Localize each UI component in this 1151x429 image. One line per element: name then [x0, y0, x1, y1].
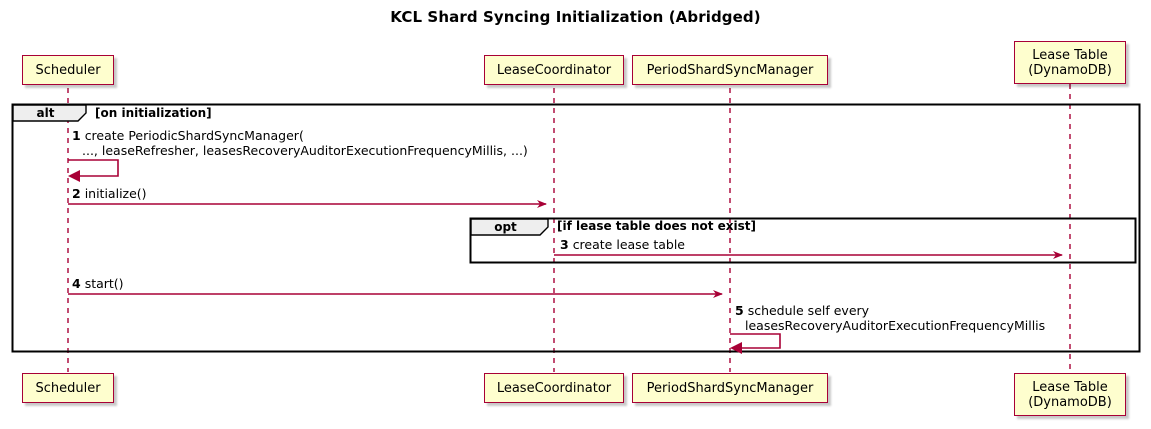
message-1-text-line2: ..., leaseRefresher, leasesRecoveryAudit…	[82, 143, 528, 158]
message-1-label: 1 create PeriodicShardSyncManager( ..., …	[72, 128, 528, 158]
participant-label: LeaseCoordinator	[496, 380, 612, 396]
participant-label: Scheduler	[35, 62, 101, 78]
alt-fragment-guard: [on initialization]	[95, 106, 212, 120]
participant-lease-coordinator-top[interactable]: LeaseCoordinator	[484, 55, 624, 85]
message-5-label: 5 schedule self every leasesRecoveryAudi…	[735, 303, 1045, 333]
message-5-text-line2: leasesRecoveryAuditorExecutionFrequencyM…	[745, 318, 1046, 333]
message-5-number: 5	[735, 303, 744, 318]
message-5-text-line1: schedule self every	[747, 303, 870, 318]
message-4-label: 4 start()	[72, 276, 124, 291]
message-5-arrow	[730, 333, 781, 354]
message-3-number: 3	[560, 237, 569, 252]
message-3-text: create lease table	[572, 237, 685, 252]
participant-label: PeriodShardSyncManager	[646, 380, 814, 396]
opt-fragment-outline	[469, 217, 1137, 264]
participant-label-line2: (DynamoDB)	[1028, 62, 1112, 78]
lifelines	[67, 84, 1071, 372]
alt-fragment-label: alt	[36, 106, 55, 120]
participant-scheduler-bottom[interactable]: Scheduler	[22, 373, 114, 403]
message-2-label: 2 initialize()	[72, 186, 147, 201]
diagram-title: KCL Shard Syncing Initialization (Abridg…	[390, 8, 761, 26]
participant-label-line1: Lease Table	[1032, 379, 1108, 395]
participant-label-line1: Lease Table	[1032, 47, 1108, 63]
participant-label-line2: (DynamoDB)	[1028, 394, 1112, 410]
participant-label: Scheduler	[35, 380, 101, 396]
opt-fragment-guard: [if lease table does not exist]	[557, 219, 757, 233]
participant-lease-coordinator-bottom[interactable]: LeaseCoordinator	[484, 373, 624, 403]
message-3-label: 3 create lease table	[560, 237, 685, 252]
message-1-text-line1: create PeriodicShardSyncManager(	[84, 128, 304, 143]
participant-label: PeriodShardSyncManager	[646, 62, 814, 78]
opt-fragment-label: opt	[494, 220, 517, 234]
participant-period-shard-sync-manager-top[interactable]: PeriodShardSyncManager	[632, 55, 828, 85]
alt-fragment-outline	[11, 103, 1141, 353]
participant-scheduler-top[interactable]: Scheduler	[22, 55, 114, 85]
message-2-number: 2	[72, 186, 81, 201]
participant-label: LeaseCoordinator	[496, 62, 612, 78]
message-1-number: 1	[72, 128, 81, 143]
message-1-arrow	[68, 159, 119, 182]
participant-lease-table-bottom[interactable]: Lease Table (DynamoDB)	[1014, 373, 1126, 416]
message-2-text: initialize()	[84, 186, 147, 201]
message-4-number: 4	[72, 276, 81, 291]
message-4-text: start()	[84, 276, 124, 291]
participant-period-shard-sync-manager-bottom[interactable]: PeriodShardSyncManager	[632, 373, 828, 403]
participant-lease-table-top[interactable]: Lease Table (DynamoDB)	[1014, 41, 1126, 84]
